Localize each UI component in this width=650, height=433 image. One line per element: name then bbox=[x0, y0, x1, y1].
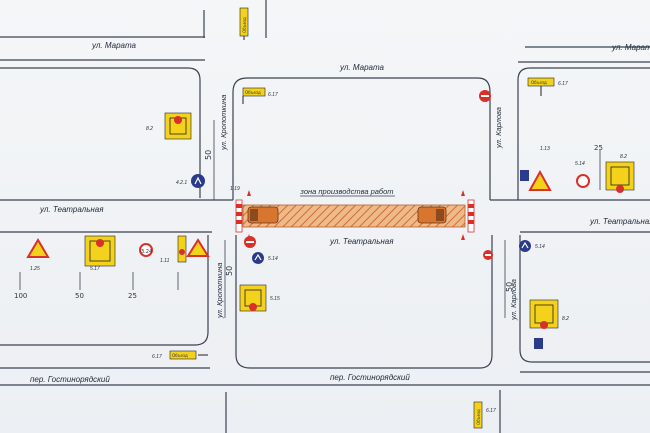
curb-line bbox=[0, 67, 201, 198]
prohibition-sign bbox=[483, 250, 493, 260]
sign-code: Объезд bbox=[172, 353, 188, 358]
sign-code: Объезд bbox=[242, 17, 247, 33]
sign-code: 5.15 bbox=[270, 296, 280, 302]
speed-limit-sign bbox=[576, 174, 590, 188]
street-label-teatralnaya: ул. Театральная bbox=[589, 217, 650, 226]
curb-line bbox=[235, 235, 493, 369]
street-label-teatralnaya: ул. Театральная bbox=[329, 237, 394, 246]
direction-sign: 5.14 bbox=[252, 252, 278, 264]
sign-code: 5.14 bbox=[268, 256, 278, 262]
sign-code: Объезд bbox=[245, 90, 261, 95]
roadworks-sign: 8.2 bbox=[605, 154, 635, 193]
warning-triangle-sign: 1.25 bbox=[26, 238, 50, 272]
prohibition-sign bbox=[244, 236, 256, 248]
distance-label: 100 bbox=[14, 292, 27, 300]
sign-code: 8.2 bbox=[146, 126, 153, 132]
sign-code: 6.17 bbox=[268, 92, 278, 98]
distance-label: 25 bbox=[594, 144, 603, 152]
direction-sign: 5.14 bbox=[520, 161, 585, 349]
distance-label: 50 bbox=[204, 150, 213, 160]
warning-triangle-sign bbox=[186, 238, 210, 257]
sign-code: 8.2 bbox=[620, 154, 627, 160]
sign-code: 6.17 bbox=[486, 408, 496, 414]
sign-code: Объезд bbox=[476, 409, 481, 425]
curb-line bbox=[232, 77, 491, 200]
distance-label: 50 bbox=[75, 292, 84, 300]
detour-sign: Объезд bbox=[239, 7, 249, 40]
street-label-marata: ул. Марата bbox=[611, 43, 650, 52]
sign-code: Объезд bbox=[531, 80, 547, 85]
sign-code: 5.14 bbox=[535, 244, 545, 250]
sign-code: 1.13 bbox=[540, 146, 550, 152]
sign-code: 8.2 bbox=[562, 316, 569, 322]
sign-code: 1.11 bbox=[160, 258, 170, 264]
sign-code: 3.24 bbox=[141, 249, 152, 255]
vertical-sign: 1.11 bbox=[160, 235, 187, 264]
work-zone-area bbox=[242, 204, 466, 228]
barrier-left bbox=[235, 199, 243, 233]
distance-label: 50 bbox=[225, 266, 234, 276]
warning-triangle-sign: 1.13 bbox=[528, 146, 552, 191]
street-label-kropotkina: ул. Кропоткина bbox=[215, 263, 224, 319]
curb-line bbox=[517, 67, 650, 200]
distance-label: 50 bbox=[505, 282, 514, 292]
direction-sign: 4.2.1 bbox=[176, 174, 205, 188]
street-label-karlova: ул. Карлова bbox=[494, 107, 503, 149]
roadworks-sign: 8.2 bbox=[146, 112, 192, 140]
prohibition-sign bbox=[479, 90, 491, 102]
detour-sign: Объезд 6.17 bbox=[152, 350, 208, 360]
barrier-right bbox=[467, 199, 475, 233]
sign-code: 4.2.1 bbox=[176, 180, 187, 186]
curb-line bbox=[0, 235, 209, 346]
work-zone-label: зона производства работ bbox=[299, 187, 393, 196]
detour-sign: Объезд 6.17 bbox=[242, 87, 278, 104]
street-label-gostinoryadsky: пер. Гостинорядский bbox=[30, 375, 110, 384]
street-label-gostinoryadsky: пер. Гостинорядский bbox=[330, 373, 410, 382]
direction-sign: 5.14 bbox=[519, 240, 545, 252]
roadworks-sign: 5.15 bbox=[239, 284, 280, 312]
sign-code: 6.17 bbox=[558, 81, 568, 87]
roadworks-sign: 8.2 bbox=[529, 299, 569, 329]
roadworks-sign: 5.17 bbox=[84, 235, 116, 272]
work-zone: зона производства работ bbox=[235, 187, 475, 240]
street-label-kropotkina: ул. Кропоткина bbox=[219, 95, 228, 151]
street-label-teatralnaya: ул. Театральная bbox=[39, 205, 104, 214]
sign-code: 5.17 bbox=[90, 266, 100, 272]
street-label-marata: ул. Марата bbox=[91, 41, 137, 50]
curb-line bbox=[519, 235, 650, 363]
sign-code: 5.14 bbox=[575, 161, 585, 167]
detour-sign: Объезд 6.17 bbox=[527, 77, 568, 96]
sign-code: 1.25 bbox=[30, 266, 40, 272]
sign-code: 1.19 bbox=[230, 186, 240, 192]
street-label-marata: ул. Марата bbox=[339, 63, 385, 72]
work-vehicle-left bbox=[247, 206, 279, 224]
detour-sign: Объезд 6.17 bbox=[473, 401, 496, 429]
distance-markers bbox=[19, 120, 601, 318]
street-label-karlova: ул. Карлова bbox=[509, 279, 518, 321]
distance-label: 25 bbox=[128, 292, 137, 300]
sign-code: 6.17 bbox=[152, 354, 162, 360]
work-vehicle-right bbox=[417, 206, 447, 224]
speed-limit-sign: 3.24 bbox=[139, 243, 153, 257]
